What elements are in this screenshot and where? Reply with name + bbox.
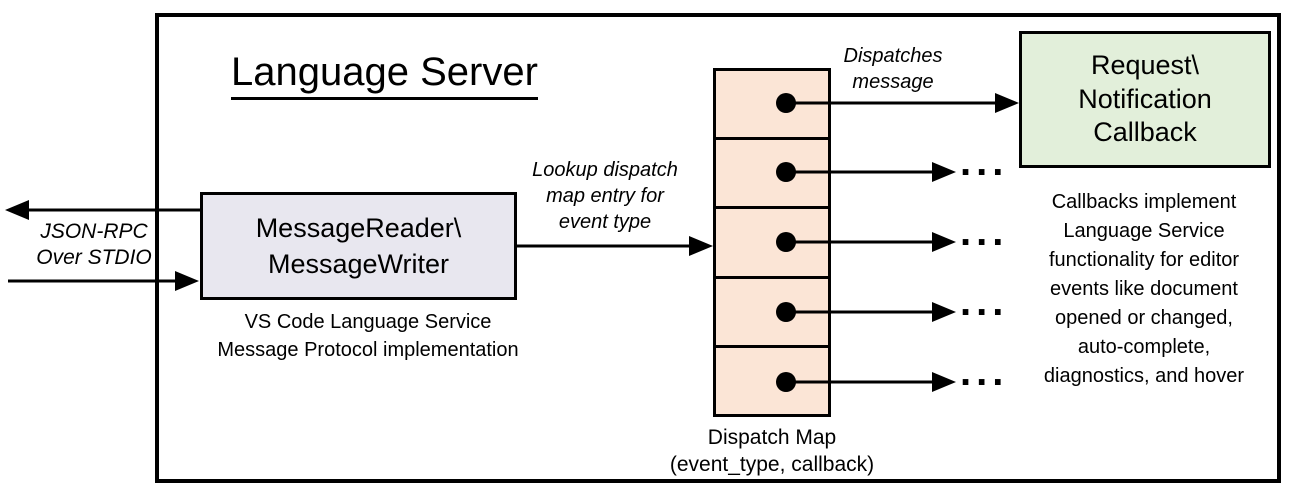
language-server-box bbox=[155, 13, 1281, 483]
dispatches-message-label: Dispatches message bbox=[843, 45, 943, 93]
reader-caption: VS Code Language Service Message Protoco… bbox=[217, 311, 519, 362]
ellipsis-row-4: ... bbox=[960, 280, 1009, 324]
request-notification-callback-box: Request\ Notification Callback bbox=[1019, 31, 1271, 168]
message-reader-writer-box: MessageReader\ MessageWriter bbox=[200, 192, 517, 300]
message-reader-writer-label: MessageReader\ MessageWriter bbox=[255, 212, 462, 279]
callbacks-note: Callbacks implement Language Service fun… bbox=[1043, 191, 1245, 387]
ellipsis-row-2: ... bbox=[960, 140, 1009, 184]
ellipsis-row-5: ... bbox=[960, 350, 1009, 394]
dispatch-map-cell bbox=[716, 71, 828, 141]
dispatch-map-caption: Dispatch Map (event_type, callback) bbox=[669, 426, 875, 477]
json-rpc-stdio-label: JSON-RPC Over STDIO bbox=[36, 220, 152, 270]
dispatch-map-cell bbox=[716, 140, 828, 210]
ellipsis-row-3: ... bbox=[960, 210, 1009, 254]
dispatch-map-cell bbox=[716, 278, 828, 348]
diagram-title: Language Server bbox=[231, 50, 538, 100]
dispatch-map-cell bbox=[716, 209, 828, 279]
dispatch-map bbox=[713, 68, 831, 417]
lookup-dispatch-label: Lookup dispatch map entry for event type bbox=[532, 159, 678, 233]
dispatch-map-cell bbox=[716, 347, 828, 415]
request-notification-callback-label: Request\ Notification Callback bbox=[1078, 49, 1212, 148]
